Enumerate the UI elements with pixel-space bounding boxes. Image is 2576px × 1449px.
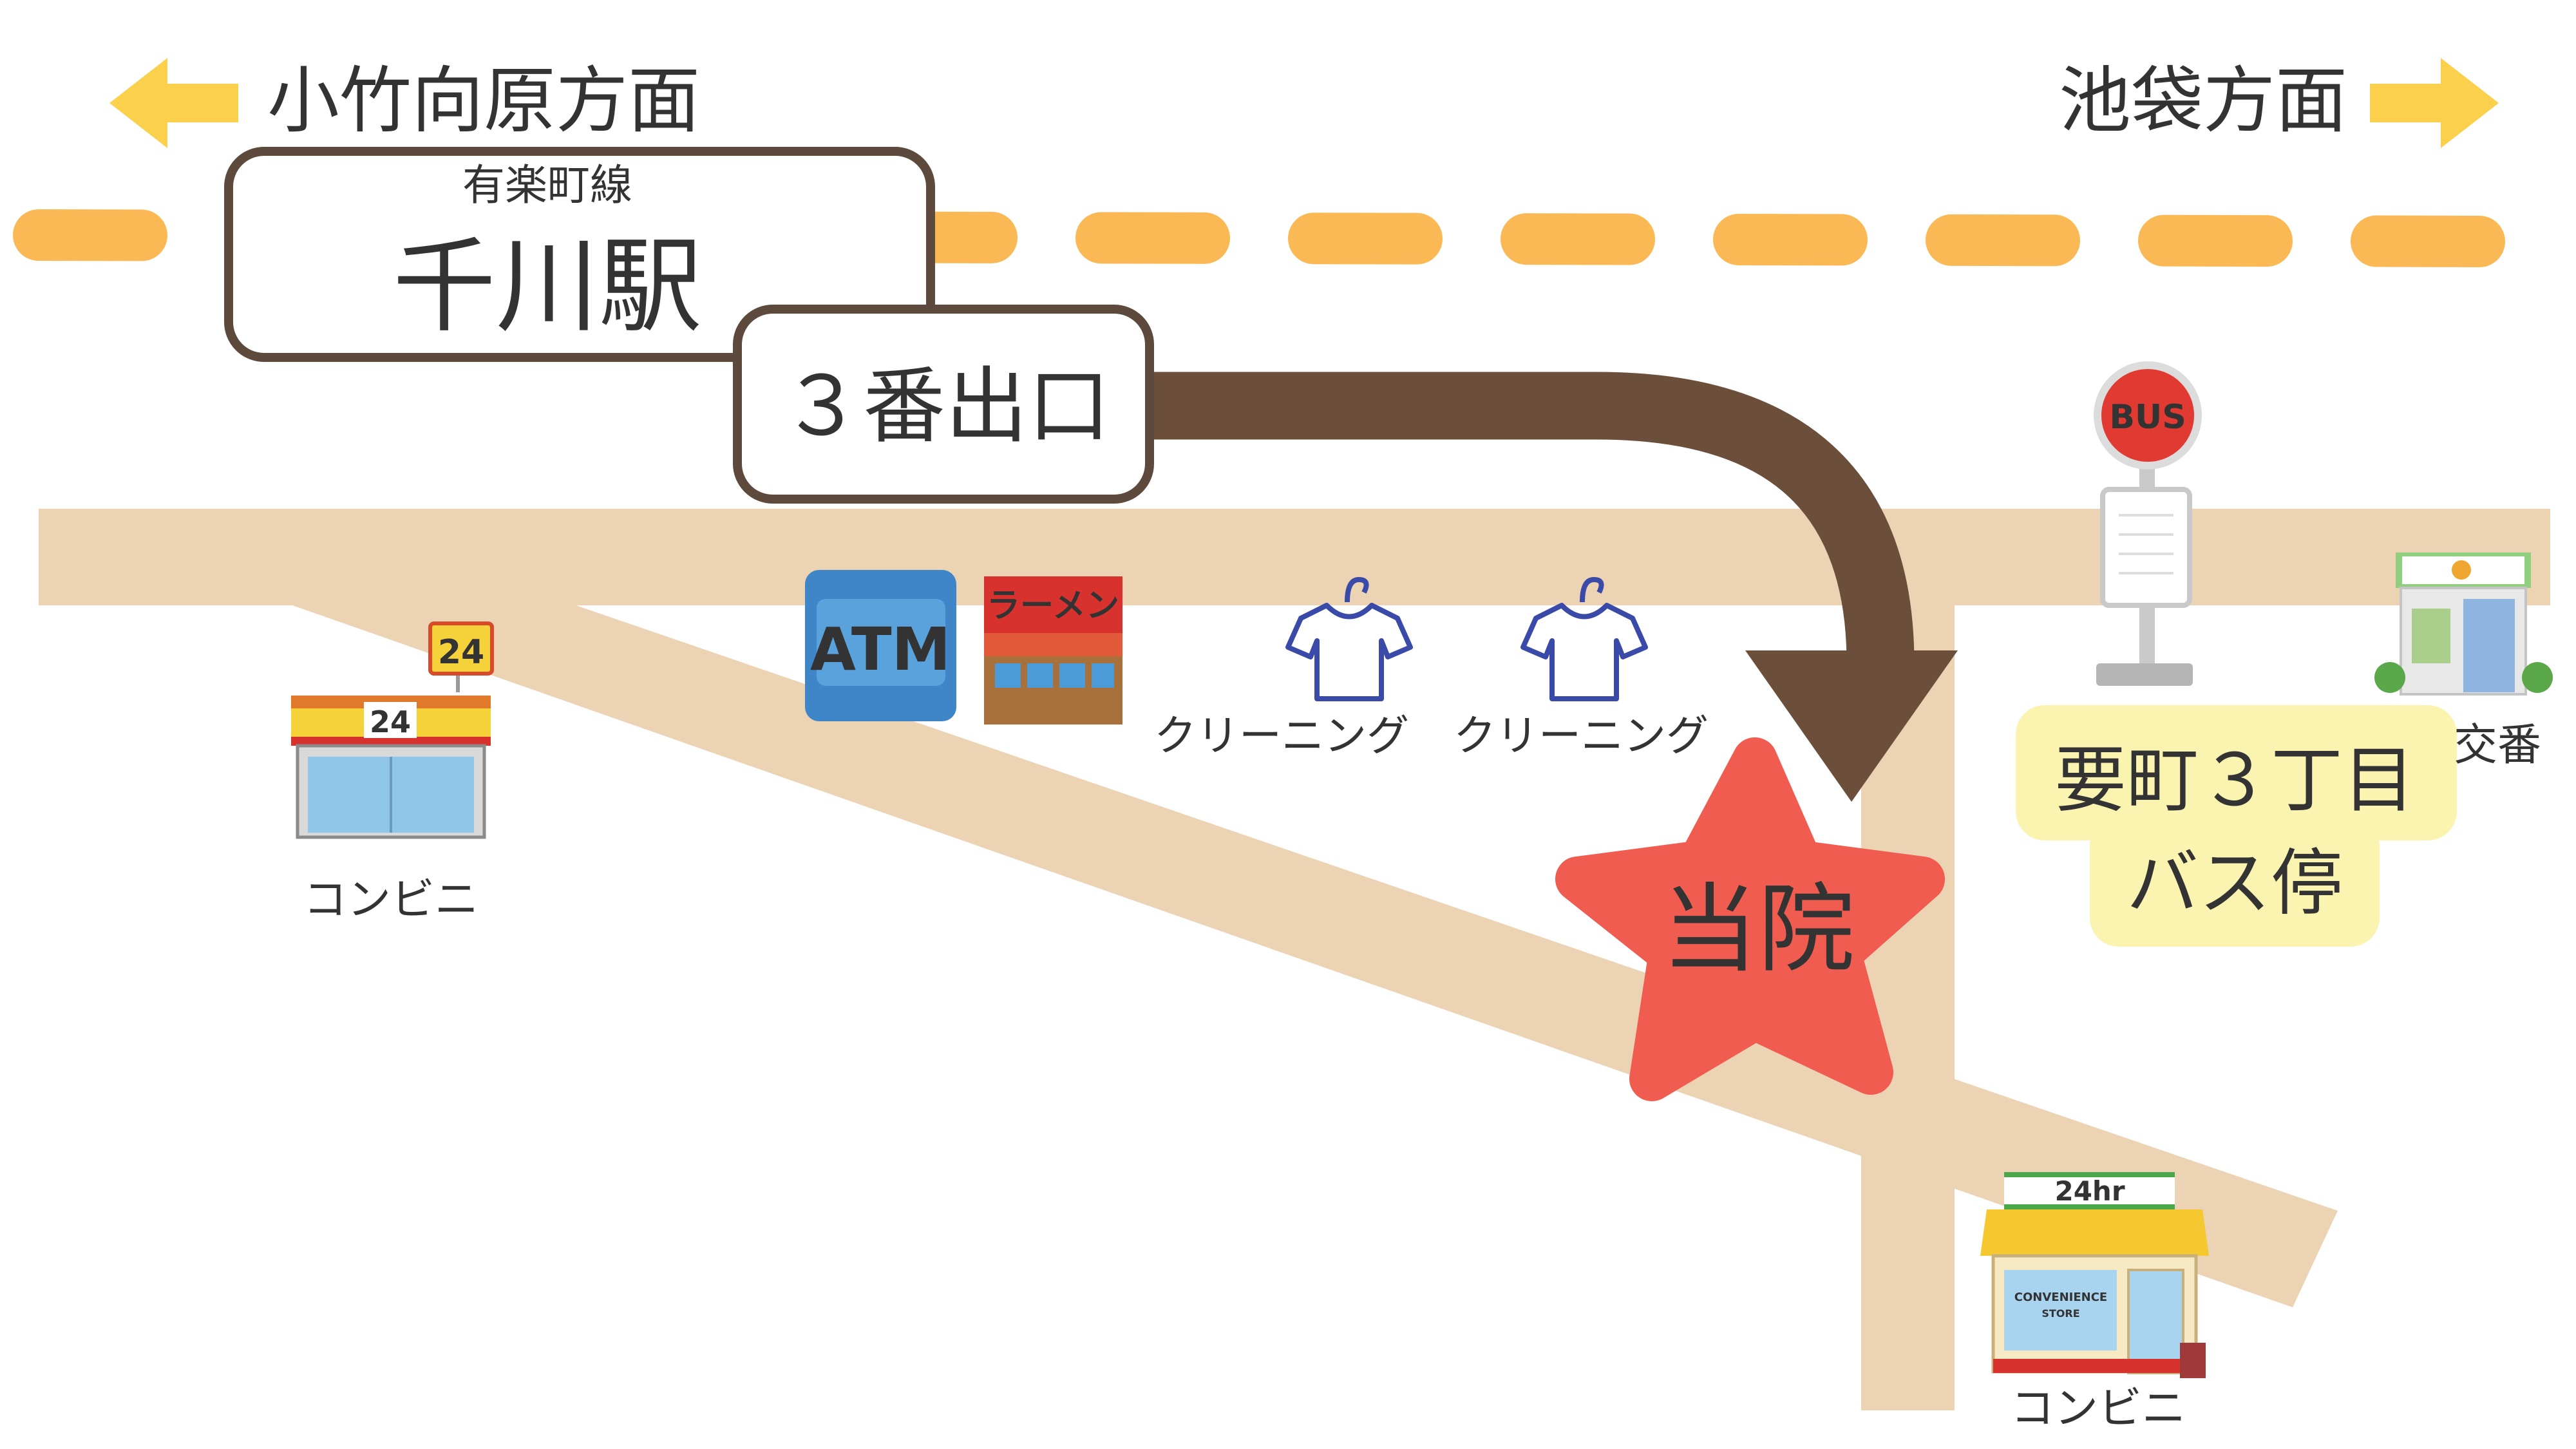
convenience-store-left: 24 24 コンビニ bbox=[291, 621, 494, 925]
koban: 交番 bbox=[2374, 553, 2553, 771]
convenience-left-pole-sign-text: 24 bbox=[438, 633, 484, 672]
atm-label: ATM bbox=[810, 615, 951, 684]
road-diagonal bbox=[283, 602, 2338, 1307]
bus-stop-label: 要町３丁目 バス停 bbox=[2016, 705, 2457, 947]
exit-label: ３番出口 bbox=[781, 359, 1110, 455]
arrow-left-icon bbox=[109, 58, 238, 148]
convenience-pole-sign bbox=[428, 621, 494, 676]
bus-label-bottom-bg bbox=[2090, 818, 2380, 947]
route-arrow-head bbox=[1745, 650, 1958, 802]
koban-label: 交番 bbox=[2454, 720, 2541, 771]
shirt-icon bbox=[1520, 603, 1648, 701]
station-exit: ３番出口 bbox=[733, 305, 1154, 504]
hanger-icon bbox=[1580, 576, 1604, 603]
convenience-bottom-store-text2: STORE bbox=[2041, 1307, 2079, 1320]
convenience-bottom-awning bbox=[1980, 1209, 2209, 1256]
direction-right: 池袋方面 bbox=[2059, 58, 2499, 148]
ramen-sign bbox=[984, 576, 1122, 633]
ramen-label: ラーメン bbox=[987, 587, 1119, 625]
bus-stop-base bbox=[2096, 663, 2193, 686]
ramen-awning bbox=[984, 633, 1122, 656]
route-arrow-shaft bbox=[1153, 372, 1915, 664]
cleaning-shop-1: クリーニング bbox=[1154, 576, 1413, 761]
koban-lamp-icon bbox=[2452, 560, 2471, 580]
convenience-bottom-store-text: CONVENIENCE bbox=[2014, 1291, 2107, 1304]
exit-box bbox=[733, 305, 1154, 504]
shirt-icon bbox=[1285, 603, 1413, 701]
convenience-bottom-topsign-text: 24hr bbox=[2054, 1175, 2125, 1207]
bus-stop: BUS bbox=[2094, 361, 2202, 686]
bus-sign-icon bbox=[2094, 361, 2202, 469]
cleaning-shop-2: クリーニング bbox=[1454, 576, 1709, 761]
station-line-name: 有楽町線 bbox=[462, 160, 632, 210]
station: 有楽町線 千川駅 bbox=[224, 147, 935, 362]
convenience-bottom-label: コンビニ bbox=[2011, 1383, 2186, 1434]
cleaning-1-label: クリーニング bbox=[1154, 711, 1409, 761]
convenience-store-bottom: 24hr CONVENIENCE STORE コンビニ bbox=[1980, 1172, 2209, 1434]
ramen-shop: ラーメン bbox=[984, 576, 1122, 724]
bus-sign-text: BUS bbox=[2109, 398, 2186, 437]
bus-label-top-bg bbox=[2016, 705, 2457, 840]
station-name: 千川駅 bbox=[393, 226, 702, 346]
bus-stop-timetable bbox=[2100, 487, 2192, 608]
convenience-left-label: コンビニ bbox=[303, 875, 478, 925]
destination-label: 当院 bbox=[1662, 874, 1855, 986]
direction-left-label: 小竹向原方面 bbox=[267, 59, 700, 143]
station-box bbox=[224, 147, 935, 362]
convenience-left-sign: 24 bbox=[370, 705, 411, 739]
atm: ATM bbox=[805, 570, 956, 721]
destination-star-icon bbox=[1555, 737, 1945, 1101]
bus-stop-label-line2: バス停 bbox=[2126, 842, 2343, 925]
destination: 当院 bbox=[1555, 737, 1945, 1101]
arrow-right-icon bbox=[2370, 58, 2499, 148]
hanger-icon bbox=[1345, 576, 1369, 603]
direction-left: 小竹向原方面 bbox=[109, 58, 700, 148]
cleaning-2-label: クリーニング bbox=[1454, 711, 1709, 761]
direction-right-label: 池袋方面 bbox=[2059, 59, 2347, 143]
route-arrow bbox=[1153, 372, 1958, 802]
bus-stop-label-line1: 要町３丁目 bbox=[2054, 739, 2415, 822]
